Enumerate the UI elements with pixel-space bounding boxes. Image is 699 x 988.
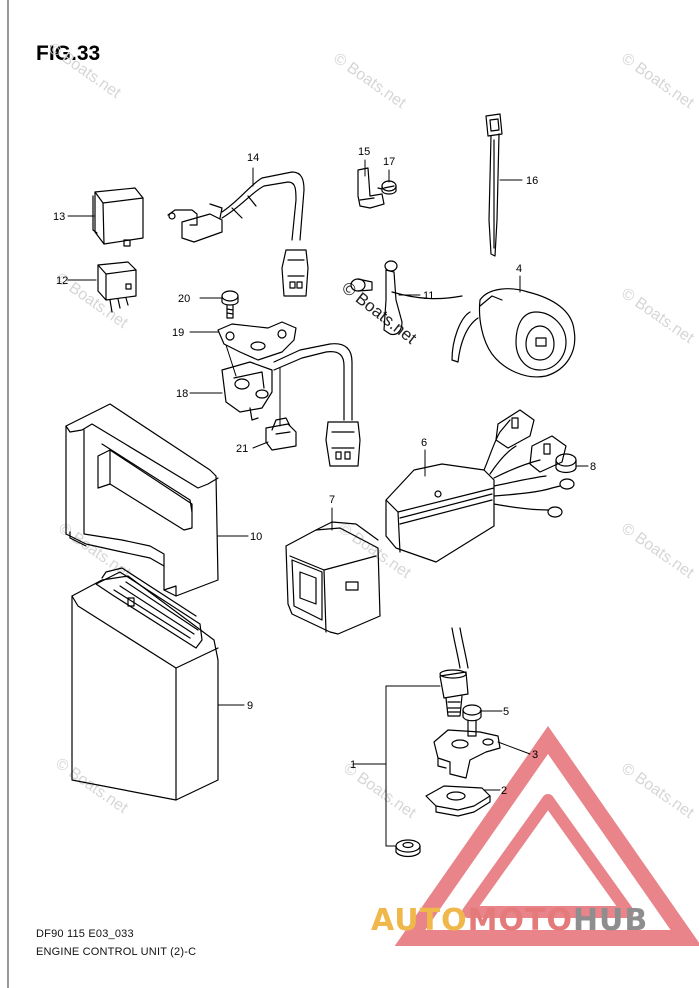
cap-8-icon xyxy=(555,453,577,474)
callout-11: 11 xyxy=(423,290,434,302)
diagram-subtitle: ENGINE CONTROL UNIT (2)-C xyxy=(36,946,197,958)
bolt-5-icon xyxy=(462,704,482,737)
bracket-15-icon xyxy=(357,167,385,209)
callout-21: 21 xyxy=(236,443,248,455)
round-sensor-4-icon xyxy=(451,288,576,378)
diagram-code: DF90 115 E03_033 xyxy=(36,928,134,940)
bracket-2-icon xyxy=(425,785,491,817)
clip-21-icon xyxy=(265,417,297,451)
brand-triangle-icon xyxy=(394,726,699,946)
callout-12: 12 xyxy=(56,275,68,287)
callout-4: 4 xyxy=(516,263,522,275)
callout-7: 7 xyxy=(329,494,335,506)
washer-icon xyxy=(395,839,421,858)
callout-labels: 1 2 3 4 5 6 7 8 9 10 11 12 13 14 15 16 1… xyxy=(53,146,596,797)
callout-6: 6 xyxy=(421,437,427,449)
callout-20: 20 xyxy=(178,293,190,305)
callout-3: 3 xyxy=(532,749,538,761)
ecu-9-icon xyxy=(71,567,219,801)
relay-12-icon xyxy=(97,261,137,313)
callout-18: 18 xyxy=(176,388,188,400)
callout-9: 9 xyxy=(247,700,253,712)
brand-part-2: MOTO xyxy=(467,903,573,938)
callout-15: 15 xyxy=(358,146,370,158)
callout-16: 16 xyxy=(526,175,538,187)
brand-logo: AUTOMOTOHUB xyxy=(371,903,648,938)
harness-18-icon xyxy=(273,343,361,467)
screw-17-icon xyxy=(377,180,397,195)
brand-part-3: HUB xyxy=(572,903,649,938)
wire-terminal-11-icon xyxy=(350,260,463,336)
callout-2: 2 xyxy=(501,785,507,797)
screw-20-icon xyxy=(221,290,239,319)
callout-14: 14 xyxy=(247,152,259,164)
control-module-6-icon xyxy=(385,409,575,563)
callout-19: 19 xyxy=(172,327,184,339)
switch-harness-14-icon xyxy=(167,171,309,297)
sensor-bracket-19-icon xyxy=(217,321,297,361)
cable-tie-16-icon xyxy=(485,113,503,257)
callout-1: 1 xyxy=(350,759,356,771)
figure-title: FIG.33 xyxy=(36,42,101,65)
callout-13: 13 xyxy=(53,211,65,223)
sensor-assembly-1-icon xyxy=(439,627,469,717)
relay-box-7-icon xyxy=(285,521,381,635)
brand-part-1: AUTO xyxy=(371,903,468,938)
bracket-3-icon xyxy=(433,729,501,779)
relay-13-icon xyxy=(92,187,144,247)
callout-10: 10 xyxy=(250,531,262,543)
leader-lines xyxy=(67,159,589,847)
callout-5: 5 xyxy=(503,706,509,718)
callout-8: 8 xyxy=(590,461,596,473)
ecu-bracket-10-icon xyxy=(65,403,219,597)
sensor-18-icon xyxy=(221,361,273,421)
callout-17: 17 xyxy=(383,156,395,168)
